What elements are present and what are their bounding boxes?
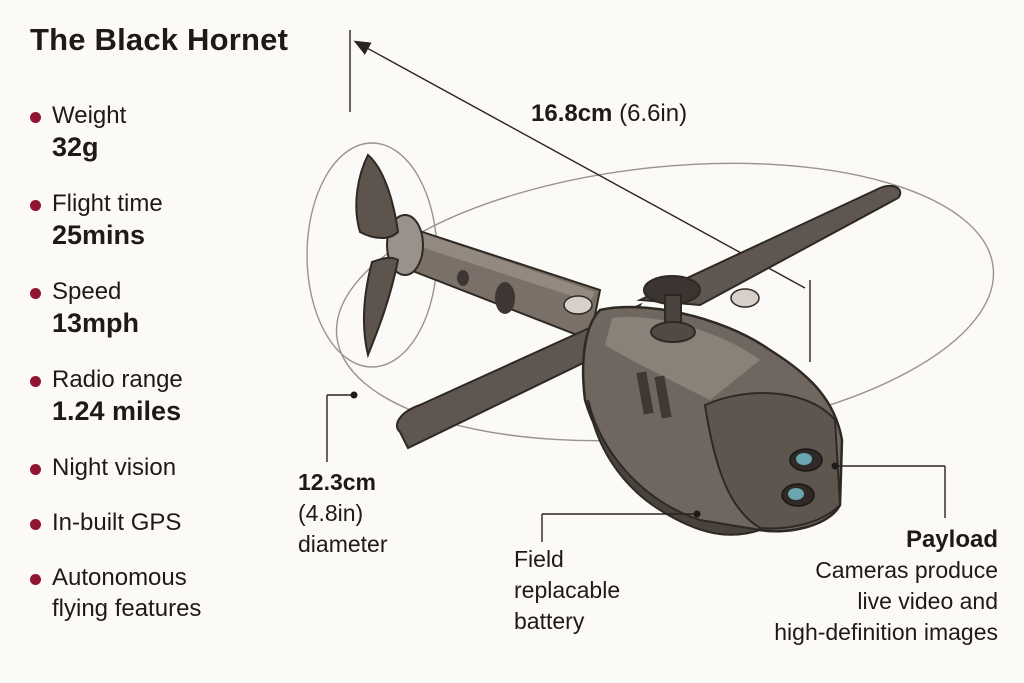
payload-heading: Payload <box>905 526 998 553</box>
tail-blade-top <box>355 153 400 239</box>
length-arrow <box>353 40 806 289</box>
camera-lenses-icon <box>781 448 823 507</box>
spec-value: 1.24 miles <box>52 396 182 426</box>
bullet-icon <box>30 464 41 475</box>
battery-line: Field <box>514 546 564 572</box>
spec-label-continued: flying features <box>52 595 202 622</box>
length-callout: 16.8cm (6.6in) <box>531 98 687 129</box>
spec-label: Flight time <box>52 190 163 217</box>
spec-label: Radio range <box>52 366 183 393</box>
bullet-icon <box>30 200 41 211</box>
payload-line: Cameras produce <box>815 557 998 583</box>
page-title: The Black Hornet <box>30 22 289 57</box>
spec-label: Night vision <box>52 454 177 481</box>
payload-line: high-definition images <box>774 619 998 645</box>
spec-value: 13mph <box>52 308 140 338</box>
tail-blade-bottom <box>362 256 400 359</box>
battery-line: battery <box>514 608 585 634</box>
spec-value: 32g <box>52 132 99 162</box>
bullet-icon <box>30 376 41 387</box>
payload-callout: Payload Cameras produce live video and h… <box>720 524 998 648</box>
battery-pack <box>587 399 761 536</box>
rotor-blade-left <box>395 302 643 450</box>
spec-label: In-built GPS <box>52 509 182 536</box>
spec-label: Autonomous <box>52 564 187 591</box>
battery-line: replacable <box>514 577 621 603</box>
length-imperial: (6.6in) <box>619 100 688 127</box>
diameter-value: 12.3cm <box>298 469 377 495</box>
bullet-icon <box>30 574 41 585</box>
payload-line: live video and <box>857 588 998 614</box>
spec-value: 25mins <box>52 220 146 250</box>
length-value: 16.8cm <box>531 100 613 127</box>
bullet-icon <box>30 519 41 530</box>
diameter-callout: 12.3cm (4.8in) diameter <box>298 467 387 560</box>
spec-label: Speed <box>52 278 122 305</box>
rotor-blade-right <box>636 184 902 307</box>
diameter-imperial: (4.8in) <box>298 500 364 526</box>
spec-label: Weight <box>52 102 127 129</box>
battery-callout: Field replacable battery <box>514 544 620 637</box>
bullet-icon <box>30 288 41 299</box>
diameter-label: diameter <box>298 531 388 557</box>
bullet-icon <box>30 112 41 123</box>
